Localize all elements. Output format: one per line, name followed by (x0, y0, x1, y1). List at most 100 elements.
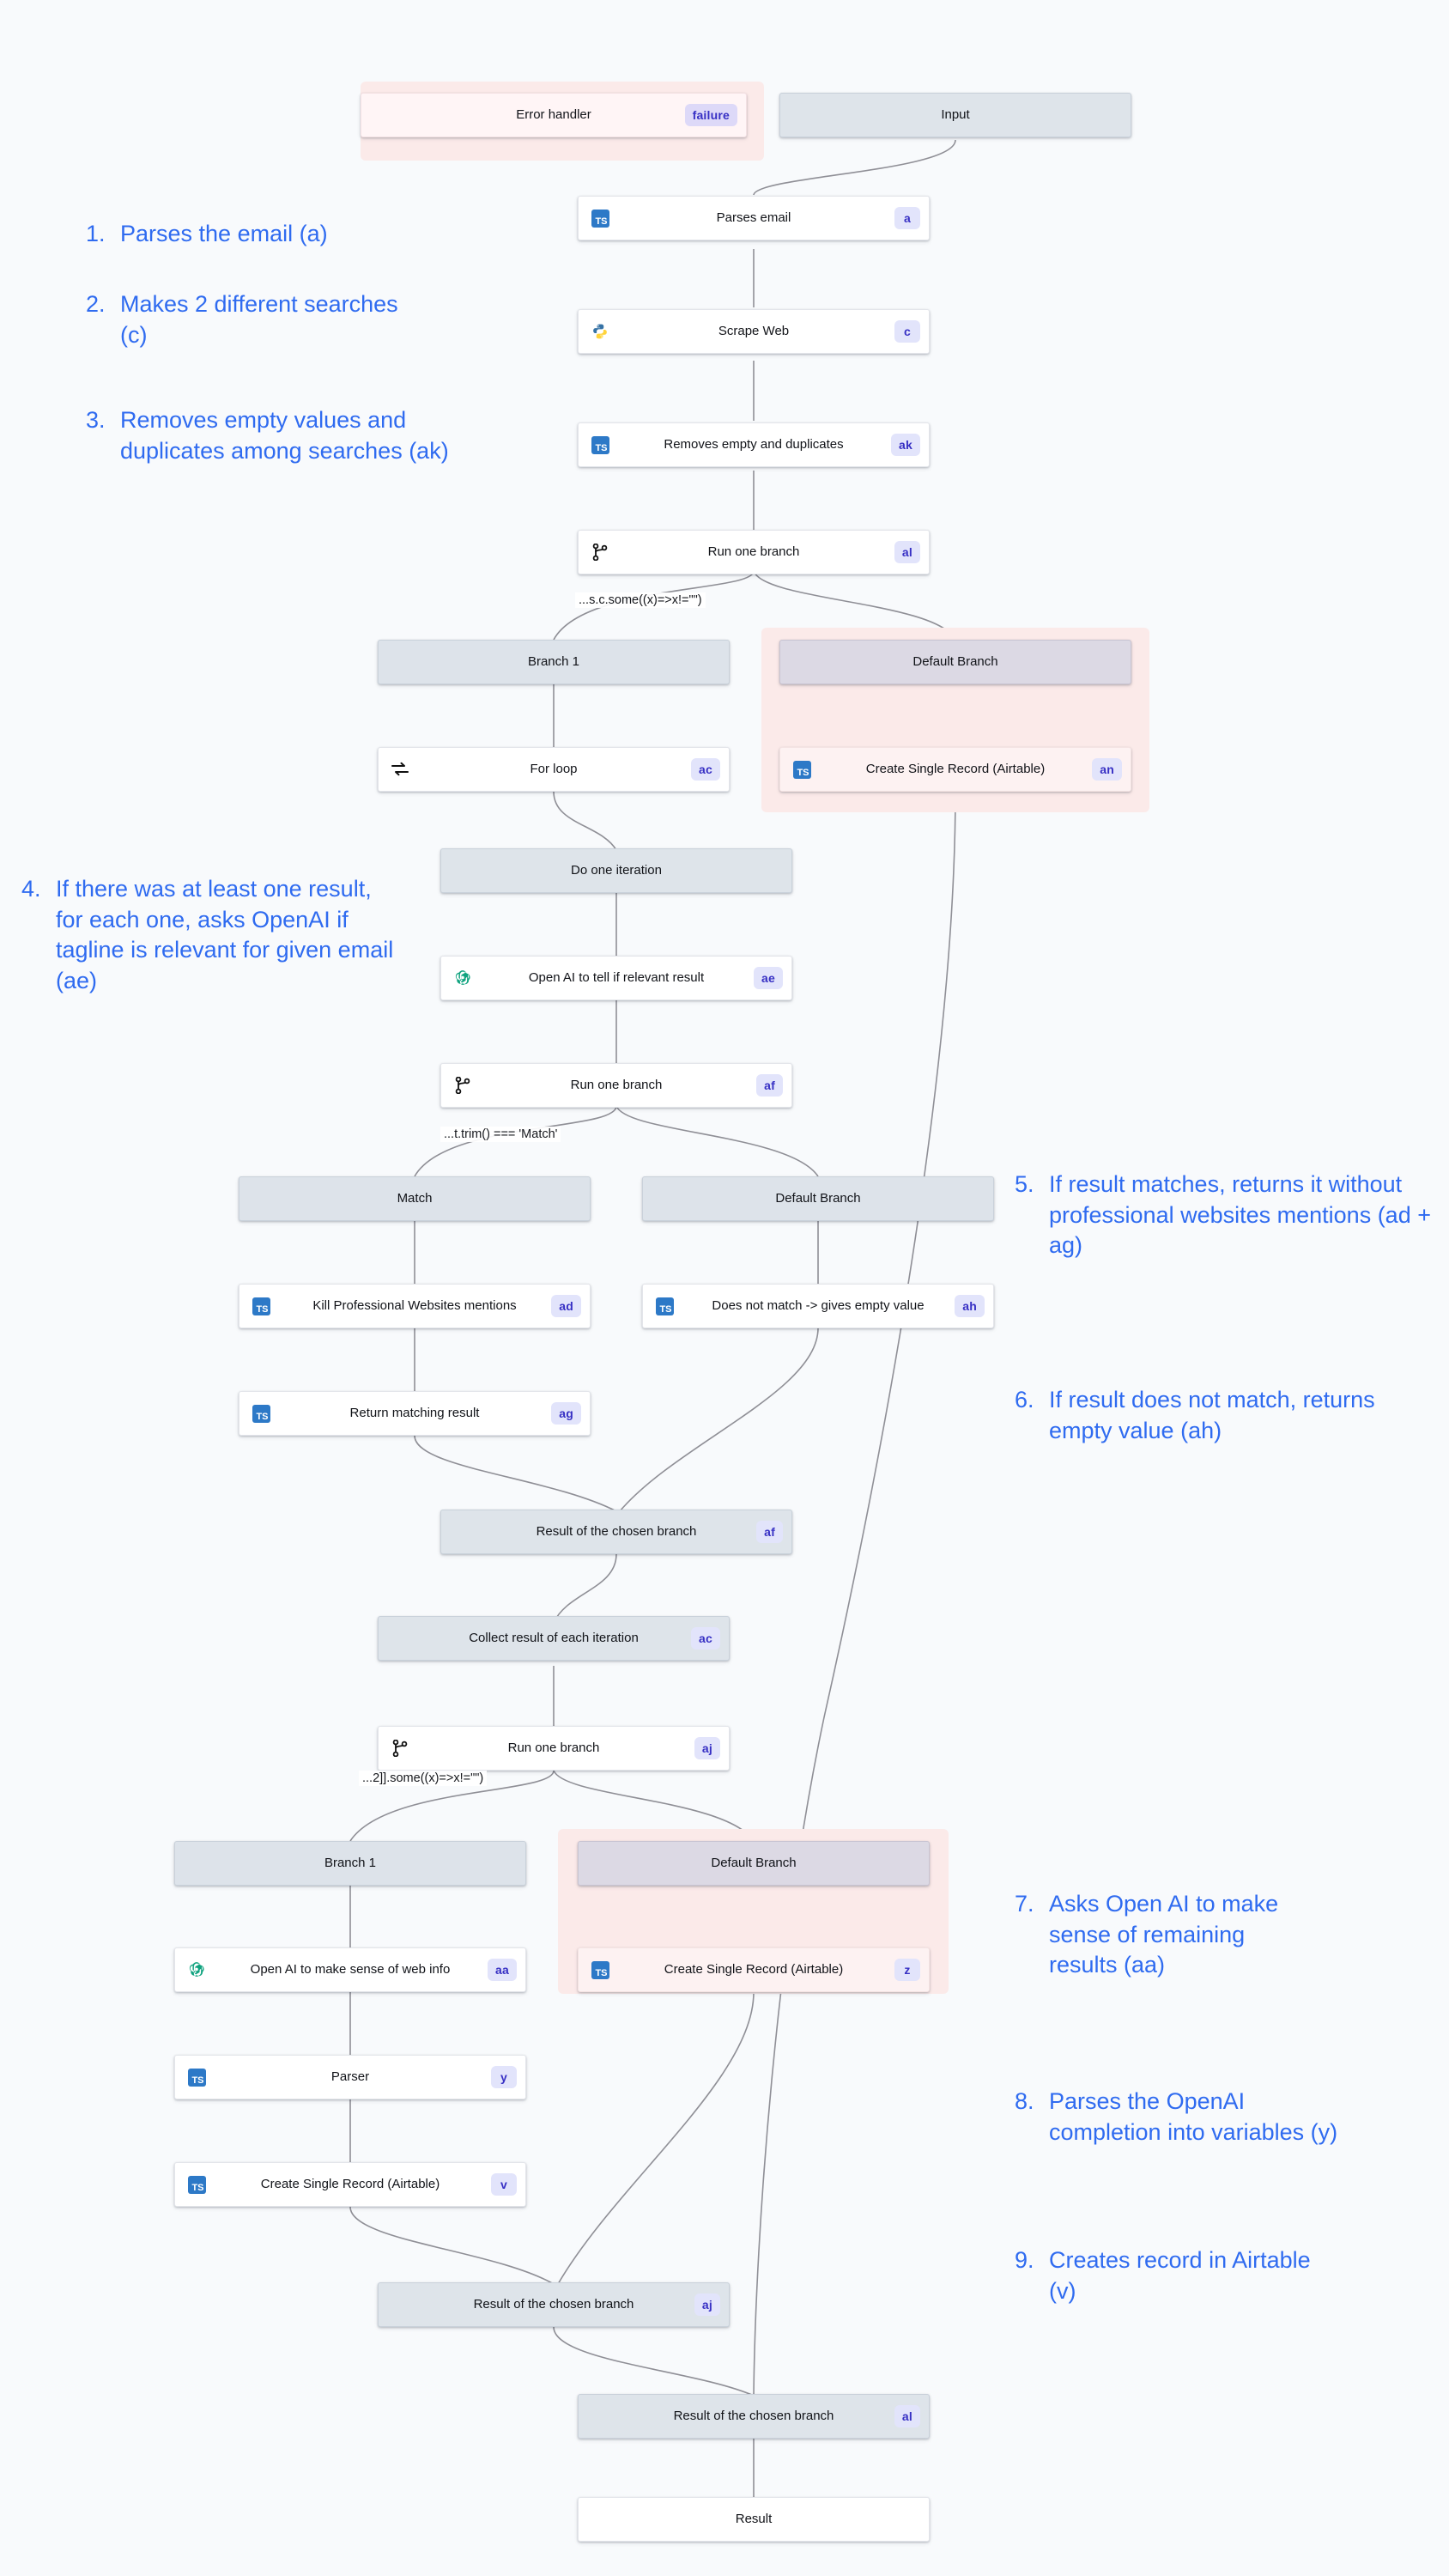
typescript-icon: TS (591, 1960, 609, 1979)
typescript-icon: TS (655, 1297, 674, 1315)
node-badge: aj (694, 1737, 720, 1759)
node-default-branch-bottom[interactable]: Default Branch (578, 1841, 930, 1886)
node-do-one-iteration[interactable]: Do one iteration (440, 848, 792, 893)
typescript-icon: TS (187, 2175, 206, 2194)
branch-icon (591, 543, 609, 562)
python-icon (591, 322, 609, 341)
node-result-of-chosen-branch-af[interactable]: Result of the chosen branch af (440, 1510, 792, 1554)
annotation-number: 4. (21, 876, 41, 902)
node-parser[interactable]: TS Parser y (174, 2055, 526, 2099)
node-create-single-record-z[interactable]: TS Create Single Record (Airtable) z (578, 1947, 930, 1992)
node-label: Create Single Record (Airtable) (865, 762, 1046, 777)
node-badge: ae (754, 967, 783, 989)
annotation-text: Creates record in Airtable (v) (1049, 2247, 1311, 2304)
node-label: Open AI to tell if relevant result (528, 970, 705, 986)
annotation-3: 3. Removes empty values and duplicates a… (86, 405, 498, 466)
node-label: Result of the chosen branch (473, 2297, 634, 2312)
node-for-loop[interactable]: For loop ac (378, 747, 730, 792)
annotation-text: Removes empty values and duplicates amon… (120, 407, 449, 464)
node-parses-email[interactable]: TS Parses email a (578, 196, 930, 240)
annotation-1: 1. Parses the email (a) (86, 219, 472, 250)
node-badge: z (894, 1959, 920, 1981)
node-match[interactable]: Match (239, 1176, 591, 1221)
branch-icon (391, 1739, 409, 1758)
annotation-number: 3. (86, 407, 106, 433)
node-label: Removes empty and duplicates (664, 437, 844, 453)
node-label: Kill Professional Websites mentions (312, 1298, 517, 1314)
annotation-text: If result does not match, returns empty … (1049, 1387, 1375, 1443)
node-label: Parser (330, 2069, 370, 2085)
node-badge: ah (955, 1295, 985, 1317)
node-removes-empty-duplicates[interactable]: TS Removes empty and duplicates ak (578, 422, 930, 467)
typescript-icon: TS (591, 435, 609, 454)
openai-icon (187, 1960, 206, 1979)
node-badge: aa (488, 1959, 517, 1981)
node-label: Open AI to make sense of web info (250, 1962, 451, 1978)
typescript-icon: TS (591, 209, 609, 228)
node-label: Run one branch (570, 1078, 663, 1093)
node-input[interactable]: Input (779, 93, 1131, 137)
annotation-number: 8. (1015, 2088, 1034, 2114)
node-label: Result of the chosen branch (536, 1524, 697, 1540)
typescript-icon: TS (252, 1404, 270, 1423)
annotation-number: 2. (86, 291, 106, 317)
node-label: Result (735, 2512, 773, 2527)
node-badge: ad (551, 1295, 581, 1317)
node-create-single-record-v[interactable]: TS Create Single Record (Airtable) v (174, 2162, 526, 2207)
annotation-7: 7. Asks Open AI to make sense of remaini… (1015, 1889, 1315, 1981)
edge-condition-aj: ...2]].some((x)=>x!="") (359, 1771, 488, 1786)
node-label: Input (941, 107, 970, 123)
node-label: Default Branch (912, 654, 998, 670)
node-return-matching-result[interactable]: TS Return matching result ag (239, 1391, 591, 1436)
node-badge: y (491, 2066, 517, 2088)
loop-icon (391, 760, 409, 779)
node-scrape-web[interactable]: Scrape Web c (578, 309, 930, 354)
annotation-5: 5. If result matches, returns it without… (1015, 1170, 1444, 1261)
node-branch-1-top[interactable]: Branch 1 (378, 640, 730, 684)
node-label: Create Single Record (Airtable) (260, 2177, 440, 2192)
node-branch-1-bottom[interactable]: Branch 1 (174, 1841, 526, 1886)
node-run-one-branch-al[interactable]: Run one branch al (578, 530, 930, 574)
node-badge: v (491, 2173, 517, 2196)
node-result-of-chosen-branch-al[interactable]: Result of the chosen branch al (578, 2394, 930, 2439)
node-badge: an (1092, 758, 1122, 781)
node-default-branch-top[interactable]: Default Branch (779, 640, 1131, 684)
node-badge: al (894, 541, 920, 563)
node-label: Collect result of each iteration (469, 1631, 639, 1646)
node-badge: ag (551, 1402, 581, 1425)
node-label: Default Branch (775, 1191, 861, 1206)
node-label: Error handler (516, 107, 591, 123)
branch-icon (453, 1076, 472, 1095)
node-label: Default Branch (711, 1856, 797, 1871)
node-run-one-branch-aj[interactable]: Run one branch aj (378, 1726, 730, 1771)
node-label: Run one branch (507, 1741, 600, 1756)
node-error-handler[interactable]: Error handler failure (361, 93, 747, 137)
node-does-not-match-empty-value[interactable]: TS Does not match -> gives empty value a… (642, 1284, 994, 1328)
node-run-one-branch-af[interactable]: Run one branch af (440, 1063, 792, 1108)
edge-condition-af: ...t.trim() === 'Match' (440, 1127, 561, 1142)
node-openai-make-sense-web-info[interactable]: Open AI to make sense of web info aa (174, 1947, 526, 1992)
annotation-text: Parses the OpenAI completion into variab… (1049, 2088, 1338, 2145)
annotation-9: 9. Creates record in Airtable (v) (1015, 2245, 1315, 2306)
annotation-number: 7. (1015, 1891, 1034, 1917)
annotation-text: Parses the email (a) (120, 221, 328, 246)
node-create-single-record-an[interactable]: TS Create Single Record (Airtable) an (779, 747, 1131, 792)
node-collect-result-each-iteration[interactable]: Collect result of each iteration ac (378, 1616, 730, 1661)
typescript-icon: TS (252, 1297, 270, 1315)
annotation-text: Makes 2 different searches (c) (120, 291, 398, 348)
node-result[interactable]: Result (578, 2497, 930, 2542)
node-badge: c (894, 320, 920, 343)
openai-icon (453, 969, 472, 987)
annotation-text: Asks Open AI to make sense of remaining … (1049, 1891, 1279, 1978)
node-label: Branch 1 (527, 654, 580, 670)
node-default-branch-mid[interactable]: Default Branch (642, 1176, 994, 1221)
node-result-of-chosen-branch-aj[interactable]: Result of the chosen branch aj (378, 2282, 730, 2327)
node-label: Result of the chosen branch (673, 2409, 834, 2424)
node-openai-relevant-result[interactable]: Open AI to tell if relevant result ae (440, 956, 792, 1000)
node-kill-professional-websites-mentions[interactable]: TS Kill Professional Websites mentions a… (239, 1284, 591, 1328)
node-badge: ak (891, 434, 920, 456)
node-label: Run one branch (707, 544, 800, 560)
node-badge: ac (691, 758, 720, 781)
node-label: Create Single Record (Airtable) (664, 1962, 844, 1978)
annotation-number: 5. (1015, 1171, 1034, 1197)
